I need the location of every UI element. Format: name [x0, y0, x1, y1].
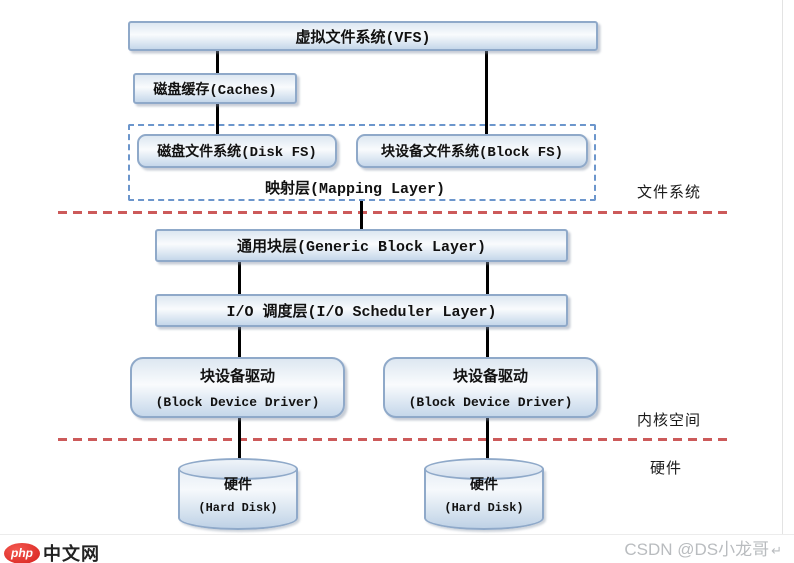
block-driver-right-label-cn: 块设备驱动 — [452, 369, 528, 386]
csdn-watermark-text: CSDN @DS小龙哥 — [624, 540, 770, 559]
hard-disk-left-labels: 硬件 (Hard Disk) — [178, 474, 298, 515]
hard-disk-right-labels: 硬件 (Hard Disk) — [424, 474, 544, 515]
hard-disk-left-label-en: (Hard Disk) — [198, 501, 278, 515]
cylinder-top-ellipse — [178, 458, 298, 480]
io-scheduler-layer-node: I/O 调度层(I/O Scheduler Layer) — [155, 294, 568, 327]
mapping-layer-label: 映射层(Mapping Layer) — [265, 181, 446, 198]
cylinder-top-ellipse — [424, 458, 544, 480]
connector-iosched-driver-left — [238, 327, 241, 357]
disk-fs-label: 磁盘文件系统(Disk FS) — [157, 145, 317, 161]
block-fs-node: 块设备文件系统(Block FS) — [356, 134, 588, 168]
mapping-layer-dashed-container — [128, 124, 596, 201]
connector-vfs-blockfs — [485, 51, 488, 135]
block-driver-left-label-en: (Block Device Driver) — [155, 395, 320, 410]
connector-driver-disk-right — [486, 418, 489, 462]
block-driver-right-label-en: (Block Device Driver) — [408, 395, 573, 410]
generic-block-layer-node: 通用块层(Generic Block Layer) — [155, 229, 568, 262]
caches-label: 磁盘缓存(Caches) — [153, 82, 277, 99]
content-right-border — [782, 0, 783, 534]
hard-disk-right-label-en: (Hard Disk) — [444, 501, 524, 515]
hard-disk-cylinder-right: 硬件 (Hard Disk) — [424, 458, 544, 532]
block-driver-node-left: 块设备驱动 (Block Device Driver) — [130, 357, 345, 418]
block-driver-node-right: 块设备驱动 (Block Device Driver) — [383, 357, 598, 418]
kernel-hardware-separator-line — [58, 438, 730, 441]
connector-iosched-driver-right — [486, 327, 489, 357]
php-logo-sitename: 中文网 — [43, 544, 100, 563]
connector-generic-iosched-right — [486, 262, 489, 294]
connector-generic-iosched-left — [238, 262, 241, 294]
hard-disk-left-label-cn: 硬件 — [224, 478, 252, 494]
vfs-label: 虚拟文件系统(VFS) — [295, 29, 431, 47]
hard-disk-cylinder-left: 硬件 (Hard Disk) — [178, 458, 298, 532]
region-label-file-system: 文件系统 — [637, 184, 702, 201]
io-scheduler-layer-label: I/O 调度层(I/O Scheduler Layer) — [226, 304, 497, 321]
generic-block-layer-label: 通用块层(Generic Block Layer) — [236, 239, 487, 256]
csdn-watermark: CSDN @DS小龙哥↵ — [624, 535, 782, 560]
connector-vfs-caches — [216, 51, 219, 73]
connector-mapping-generic — [360, 201, 363, 229]
php-cn-logo: php 中文网 — [4, 540, 100, 563]
region-label-hardware: 硬件 — [650, 460, 683, 477]
hard-disk-right-label-cn: 硬件 — [470, 478, 498, 494]
block-fs-label: 块设备文件系统(Block FS) — [380, 145, 563, 161]
content-bottom-border — [0, 534, 794, 535]
caches-node: 磁盘缓存(Caches) — [133, 73, 297, 104]
block-driver-left-label-cn: 块设备驱动 — [199, 369, 275, 386]
vfs-node: 虚拟文件系统(VFS) — [128, 21, 598, 51]
connector-driver-disk-left — [238, 418, 241, 462]
disk-fs-node: 磁盘文件系统(Disk FS) — [137, 134, 337, 168]
region-label-kernel-space: 内核空间 — [637, 412, 702, 429]
connector-caches-diskfs — [216, 104, 219, 135]
php-logo-badge: php — [4, 542, 40, 563]
file-system-kernel-separator-line — [58, 211, 730, 214]
return-symbol: ↵ — [771, 543, 782, 558]
